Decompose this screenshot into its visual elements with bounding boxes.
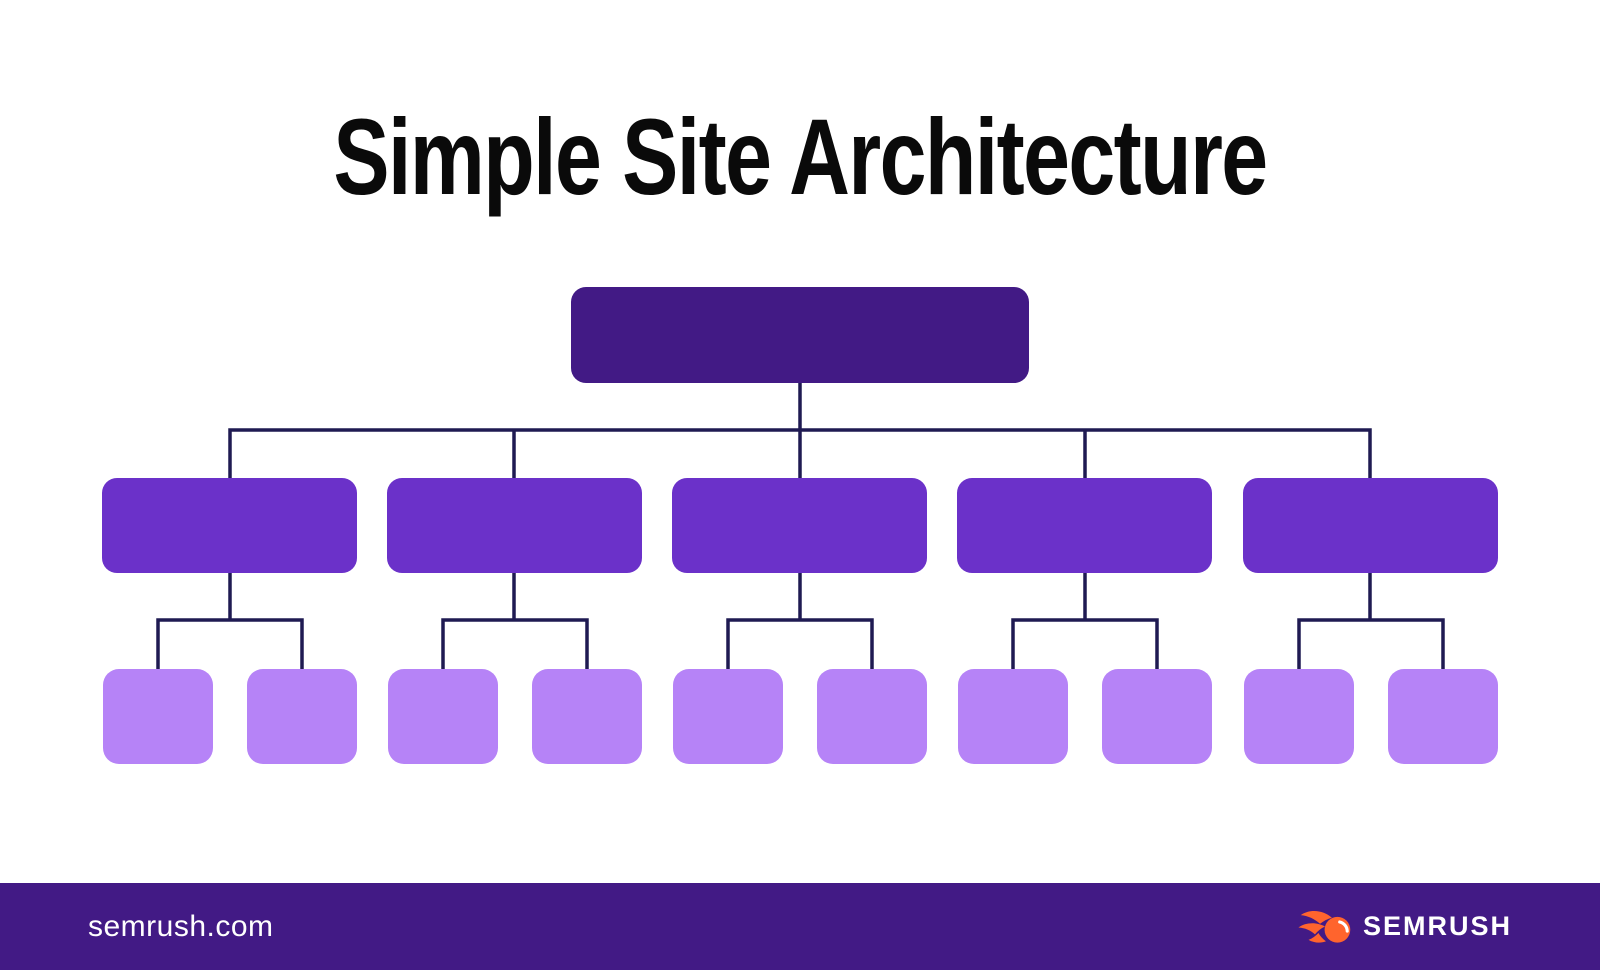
category-node [387, 478, 642, 573]
subpage-node [532, 669, 642, 764]
subpage-node [1388, 669, 1498, 764]
subpage-node [817, 669, 927, 764]
semrush-logo-text: SEMRUSH [1362, 911, 1512, 941]
subpage-node [673, 669, 783, 764]
subpage-node [103, 669, 213, 764]
footer-bar: semrush.com SEMRUSH [0, 883, 1600, 970]
subpage-node [1102, 669, 1212, 764]
category-node [957, 478, 1212, 573]
footer-site-url: semrush.com [88, 909, 274, 943]
homepage-node [571, 287, 1029, 383]
subpage-node [388, 669, 498, 764]
subpage-node [958, 669, 1068, 764]
semrush-logo: SEMRUSH [1298, 906, 1512, 948]
page-title: Simple Site Architecture [333, 96, 1268, 217]
semrush-flame-icon [1298, 910, 1351, 943]
category-node [672, 478, 927, 573]
subpage-node [247, 669, 357, 764]
subpage-node [1244, 669, 1354, 764]
category-node [1243, 478, 1498, 573]
category-node [102, 478, 357, 573]
